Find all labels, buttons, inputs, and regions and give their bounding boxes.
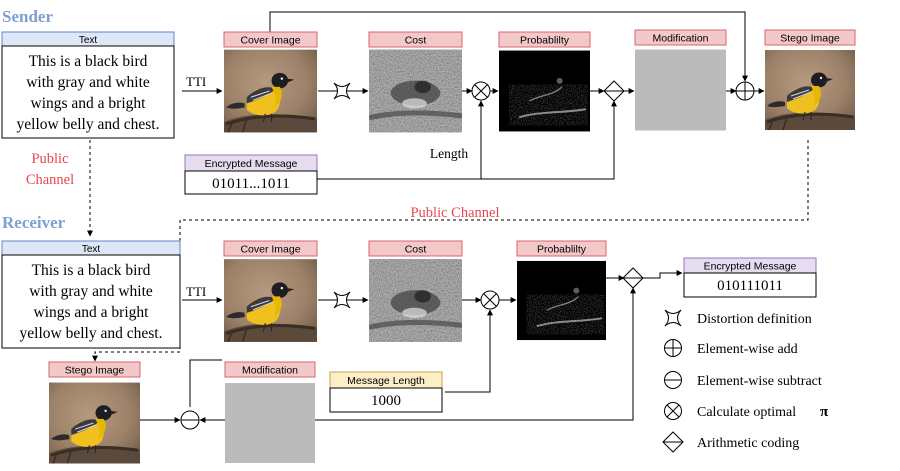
sender-heading: Sender	[2, 7, 53, 26]
receiver-msglen-value: 1000	[371, 393, 401, 409]
legend-pi-symbol: π	[820, 404, 829, 420]
public-channel-left-line-2: Channel	[26, 172, 74, 188]
sender-modification-map: Modification	[634, 29, 727, 130]
receiver-text-line-1: This is a black bird	[32, 262, 151, 279]
sender-probability-map: Probablilty	[498, 31, 591, 131]
receiver-encrypted-message: Encrypted Message 010111011	[683, 257, 817, 298]
receiver-text-label: Text	[82, 244, 101, 255]
sender-cover-label: Cover Image	[240, 35, 300, 47]
receiver-heading: Receiver	[2, 213, 66, 232]
receiver-cost-map: Cost	[368, 240, 463, 342]
sender-text-line-3: wings and a bright	[31, 95, 147, 112]
element-wise-add-icon	[735, 81, 755, 101]
legend-arith-text: Arithmetic coding	[697, 436, 799, 451]
legend-optimal-text: Calculate optimal	[697, 405, 796, 420]
sender-text-line-2: with gray and white	[26, 74, 150, 91]
receiver-prob-label: Probablilty	[537, 244, 587, 256]
sender-text-box: Text This is a black bird with gray and …	[1, 31, 175, 139]
receiver-text-line-3: wings and a bright	[34, 304, 150, 321]
sender-cost-map: Cost	[368, 31, 463, 132]
element-wise-add-icon	[664, 339, 682, 357]
receiver-enc-label: Encrypted Message	[704, 261, 797, 273]
sender-cover-image: Cover Image	[223, 31, 318, 134]
optimal-pi-icon	[664, 402, 682, 420]
sender-text-line-1: This is a black bird	[29, 53, 148, 70]
sender-prob-label: Probablilty	[520, 35, 570, 47]
legend-subtract-text: Element-wise subtract	[697, 374, 822, 389]
sender-tti: TTI	[186, 74, 206, 89]
arithmetic-coding-icon	[603, 80, 625, 102]
receiver-cover-label: Cover Image	[240, 244, 300, 256]
receiver-mod-label: Modification	[242, 365, 298, 377]
receiver-probability-map: Probablilty	[516, 240, 607, 340]
sender-length-label: Length	[430, 146, 468, 161]
optimal-pi-icon	[480, 290, 500, 310]
element-wise-subtract-icon	[664, 371, 682, 389]
receiver-stego-label: Stego Image	[65, 365, 125, 377]
legend-distortion-text: Distortion definition	[697, 312, 812, 327]
distortion-icon	[333, 291, 351, 309]
receiver-text-box: Text This is a black bird with gray and …	[1, 240, 181, 349]
sender-stego-label: Stego Image	[780, 33, 840, 45]
sender-text-line-4: yellow belly and chest.	[17, 116, 160, 133]
public-channel-left-line-1: Public	[31, 151, 68, 167]
receiver-text-line-4: yellow belly and chest.	[20, 325, 163, 342]
sender-cost-label: Cost	[405, 35, 427, 47]
receiver-cover-image: Cover Image	[223, 240, 318, 344]
receiver-text-line-2: with gray and white	[29, 283, 153, 300]
sender-stego-image: Stego Image	[764, 29, 856, 132]
receiver-tti: TTI	[186, 284, 206, 299]
public-channel-label: Public Channel	[410, 205, 499, 221]
sender-text-label: Text	[79, 35, 98, 46]
receiver-enc-value: 010111011	[717, 278, 783, 294]
sender-mod-label: Modification	[652, 33, 708, 45]
distortion-icon	[664, 309, 682, 327]
legend-add-text: Element-wise add	[697, 342, 798, 357]
receiver-cost-label: Cost	[405, 244, 427, 256]
receiver-msglen-label: Message Length	[347, 375, 425, 387]
distortion-icon	[333, 82, 351, 100]
sender-enc-label: Encrypted Message	[205, 158, 298, 170]
sender-encrypted-message: Encrypted Message 01011...1011	[184, 154, 318, 195]
legend: Distortion definition Element-wise add E…	[662, 309, 829, 453]
sender-enc-value: 01011...1011	[212, 176, 290, 192]
arithmetic-coding-icon	[622, 267, 644, 289]
optimal-pi-icon	[471, 81, 491, 101]
receiver-message-length: Message Length 1000	[329, 371, 443, 413]
element-wise-subtract-icon	[180, 410, 200, 430]
receiver-modification-map: Modification	[224, 361, 316, 463]
receiver-stego-image: Stego Image	[48, 361, 141, 466]
arithmetic-coding-icon	[662, 431, 684, 453]
